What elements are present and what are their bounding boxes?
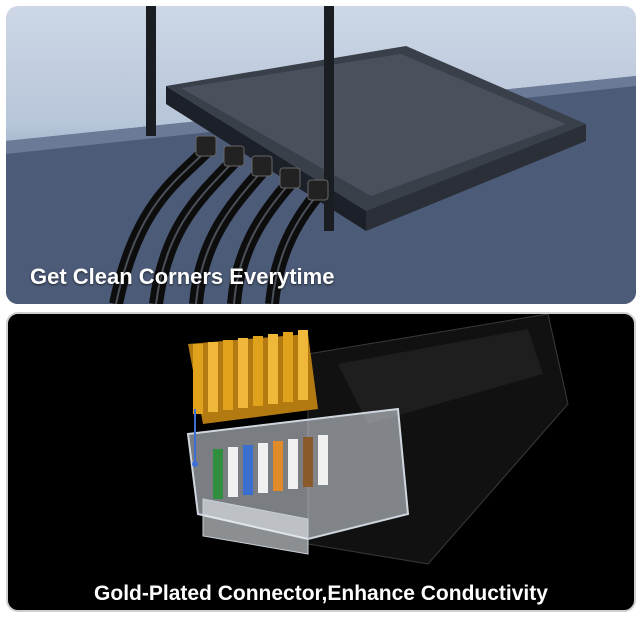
router-illustration	[6, 6, 636, 304]
router-top-panel	[181, 54, 566, 196]
router-photo-panel: Get Clean Corners Everytime	[6, 6, 636, 304]
ethernet-cables	[109, 146, 324, 304]
plug-latch	[202, 498, 309, 555]
bottom-caption: Gold-Plated Connector,Enhance Conductivi…	[94, 582, 548, 605]
rj45-plugs	[195, 135, 329, 201]
pointer-dot	[192, 461, 198, 467]
top-caption: Get Clean Corners Everytime	[30, 264, 335, 289]
antenna-left	[146, 6, 156, 136]
connector-photo-panel: Gold-Plated Connector,Enhance Conductivi…	[6, 312, 636, 612]
internal-wires	[213, 435, 328, 499]
gold-contacts	[188, 330, 318, 424]
connector-illustration	[186, 314, 569, 565]
antenna-right	[324, 6, 334, 231]
router-side	[366, 124, 586, 231]
boot-highlight	[338, 329, 543, 424]
